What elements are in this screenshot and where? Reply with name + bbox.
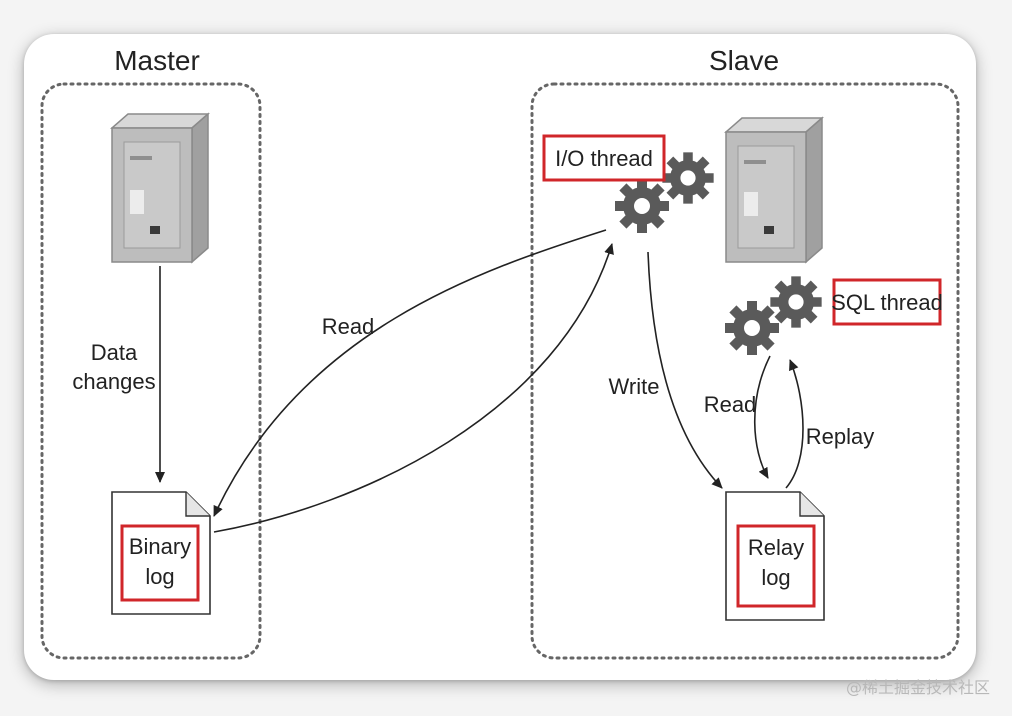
binary-log-highlight: [120, 524, 200, 602]
io-thread-label: I/O thread: [555, 146, 653, 171]
binary-log-label-line2: log: [145, 564, 174, 589]
binary-log-label-line1: Binary: [129, 534, 191, 559]
write-label: Write: [609, 374, 660, 399]
replay-label: Replay: [806, 424, 874, 449]
master-server-icon: [110, 112, 210, 264]
sql-thread-gears-icon: [725, 276, 822, 355]
read-remote-label: Read: [322, 314, 375, 339]
master-title: Master: [114, 45, 200, 76]
replay-arrow: [785, 359, 804, 489]
slave-container: [530, 82, 960, 660]
read-local-label: Read: [704, 392, 757, 417]
write-arrow: [647, 251, 723, 489]
data-changes-label-line2: changes: [72, 369, 155, 394]
binary-log-document: Binary log: [111, 491, 211, 615]
relay-log-label-line1: Relay: [748, 535, 804, 560]
io-thread-highlight: [542, 134, 666, 182]
master-container: [40, 82, 262, 660]
read-arrow-to-io-thread: [213, 243, 614, 533]
slave-server-icon: [724, 116, 824, 264]
relay-log-highlight: [736, 524, 816, 608]
relay-log-document: Relay log: [725, 491, 825, 621]
read-arrow-to-binary-log: [213, 229, 607, 517]
watermark: @稀土掘金技术社区: [845, 678, 990, 697]
sql-thread-highlight: [832, 278, 942, 326]
slave-title: Slave: [709, 45, 779, 76]
read-arrow-to-relay-log: [753, 355, 771, 479]
sql-thread-label: SQL thread: [831, 290, 943, 315]
data-changes-label-line1: Data: [91, 340, 138, 365]
relay-log-label-line2: log: [761, 565, 790, 590]
